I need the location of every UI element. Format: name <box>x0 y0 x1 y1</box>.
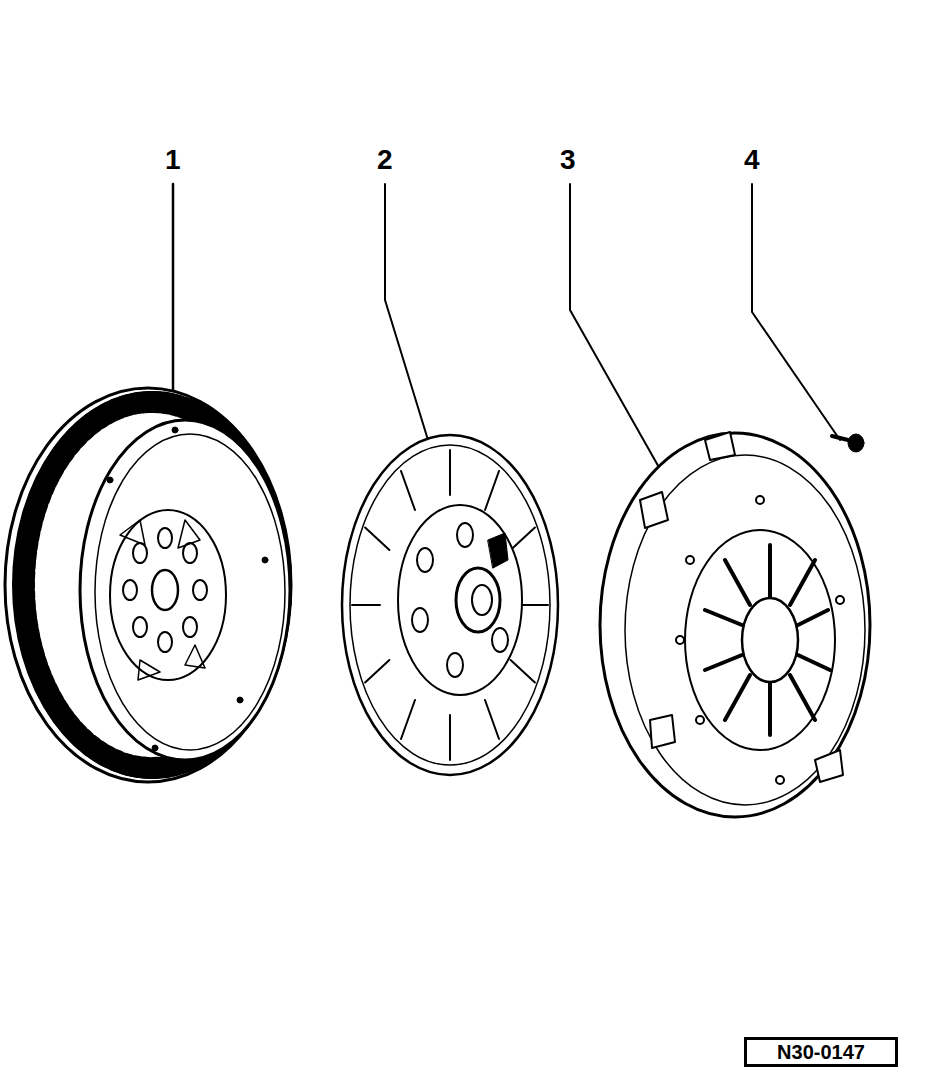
callout-number: 1 <box>165 146 181 174</box>
callout-number: 4 <box>744 146 760 174</box>
callout-number: 3 <box>560 146 576 174</box>
leader-line <box>172 184 175 402</box>
callout-number: 2 <box>377 146 393 174</box>
figure-number-box: N30-0147 <box>744 1037 898 1067</box>
figure-number: N30-0147 <box>777 1042 865 1062</box>
leader-line <box>385 184 428 440</box>
leader-line <box>752 184 840 440</box>
bolt <box>832 434 864 452</box>
flywheel <box>5 388 291 782</box>
leader-line <box>570 184 665 478</box>
clutch-disc <box>342 435 558 775</box>
pressure-plate <box>600 432 870 817</box>
